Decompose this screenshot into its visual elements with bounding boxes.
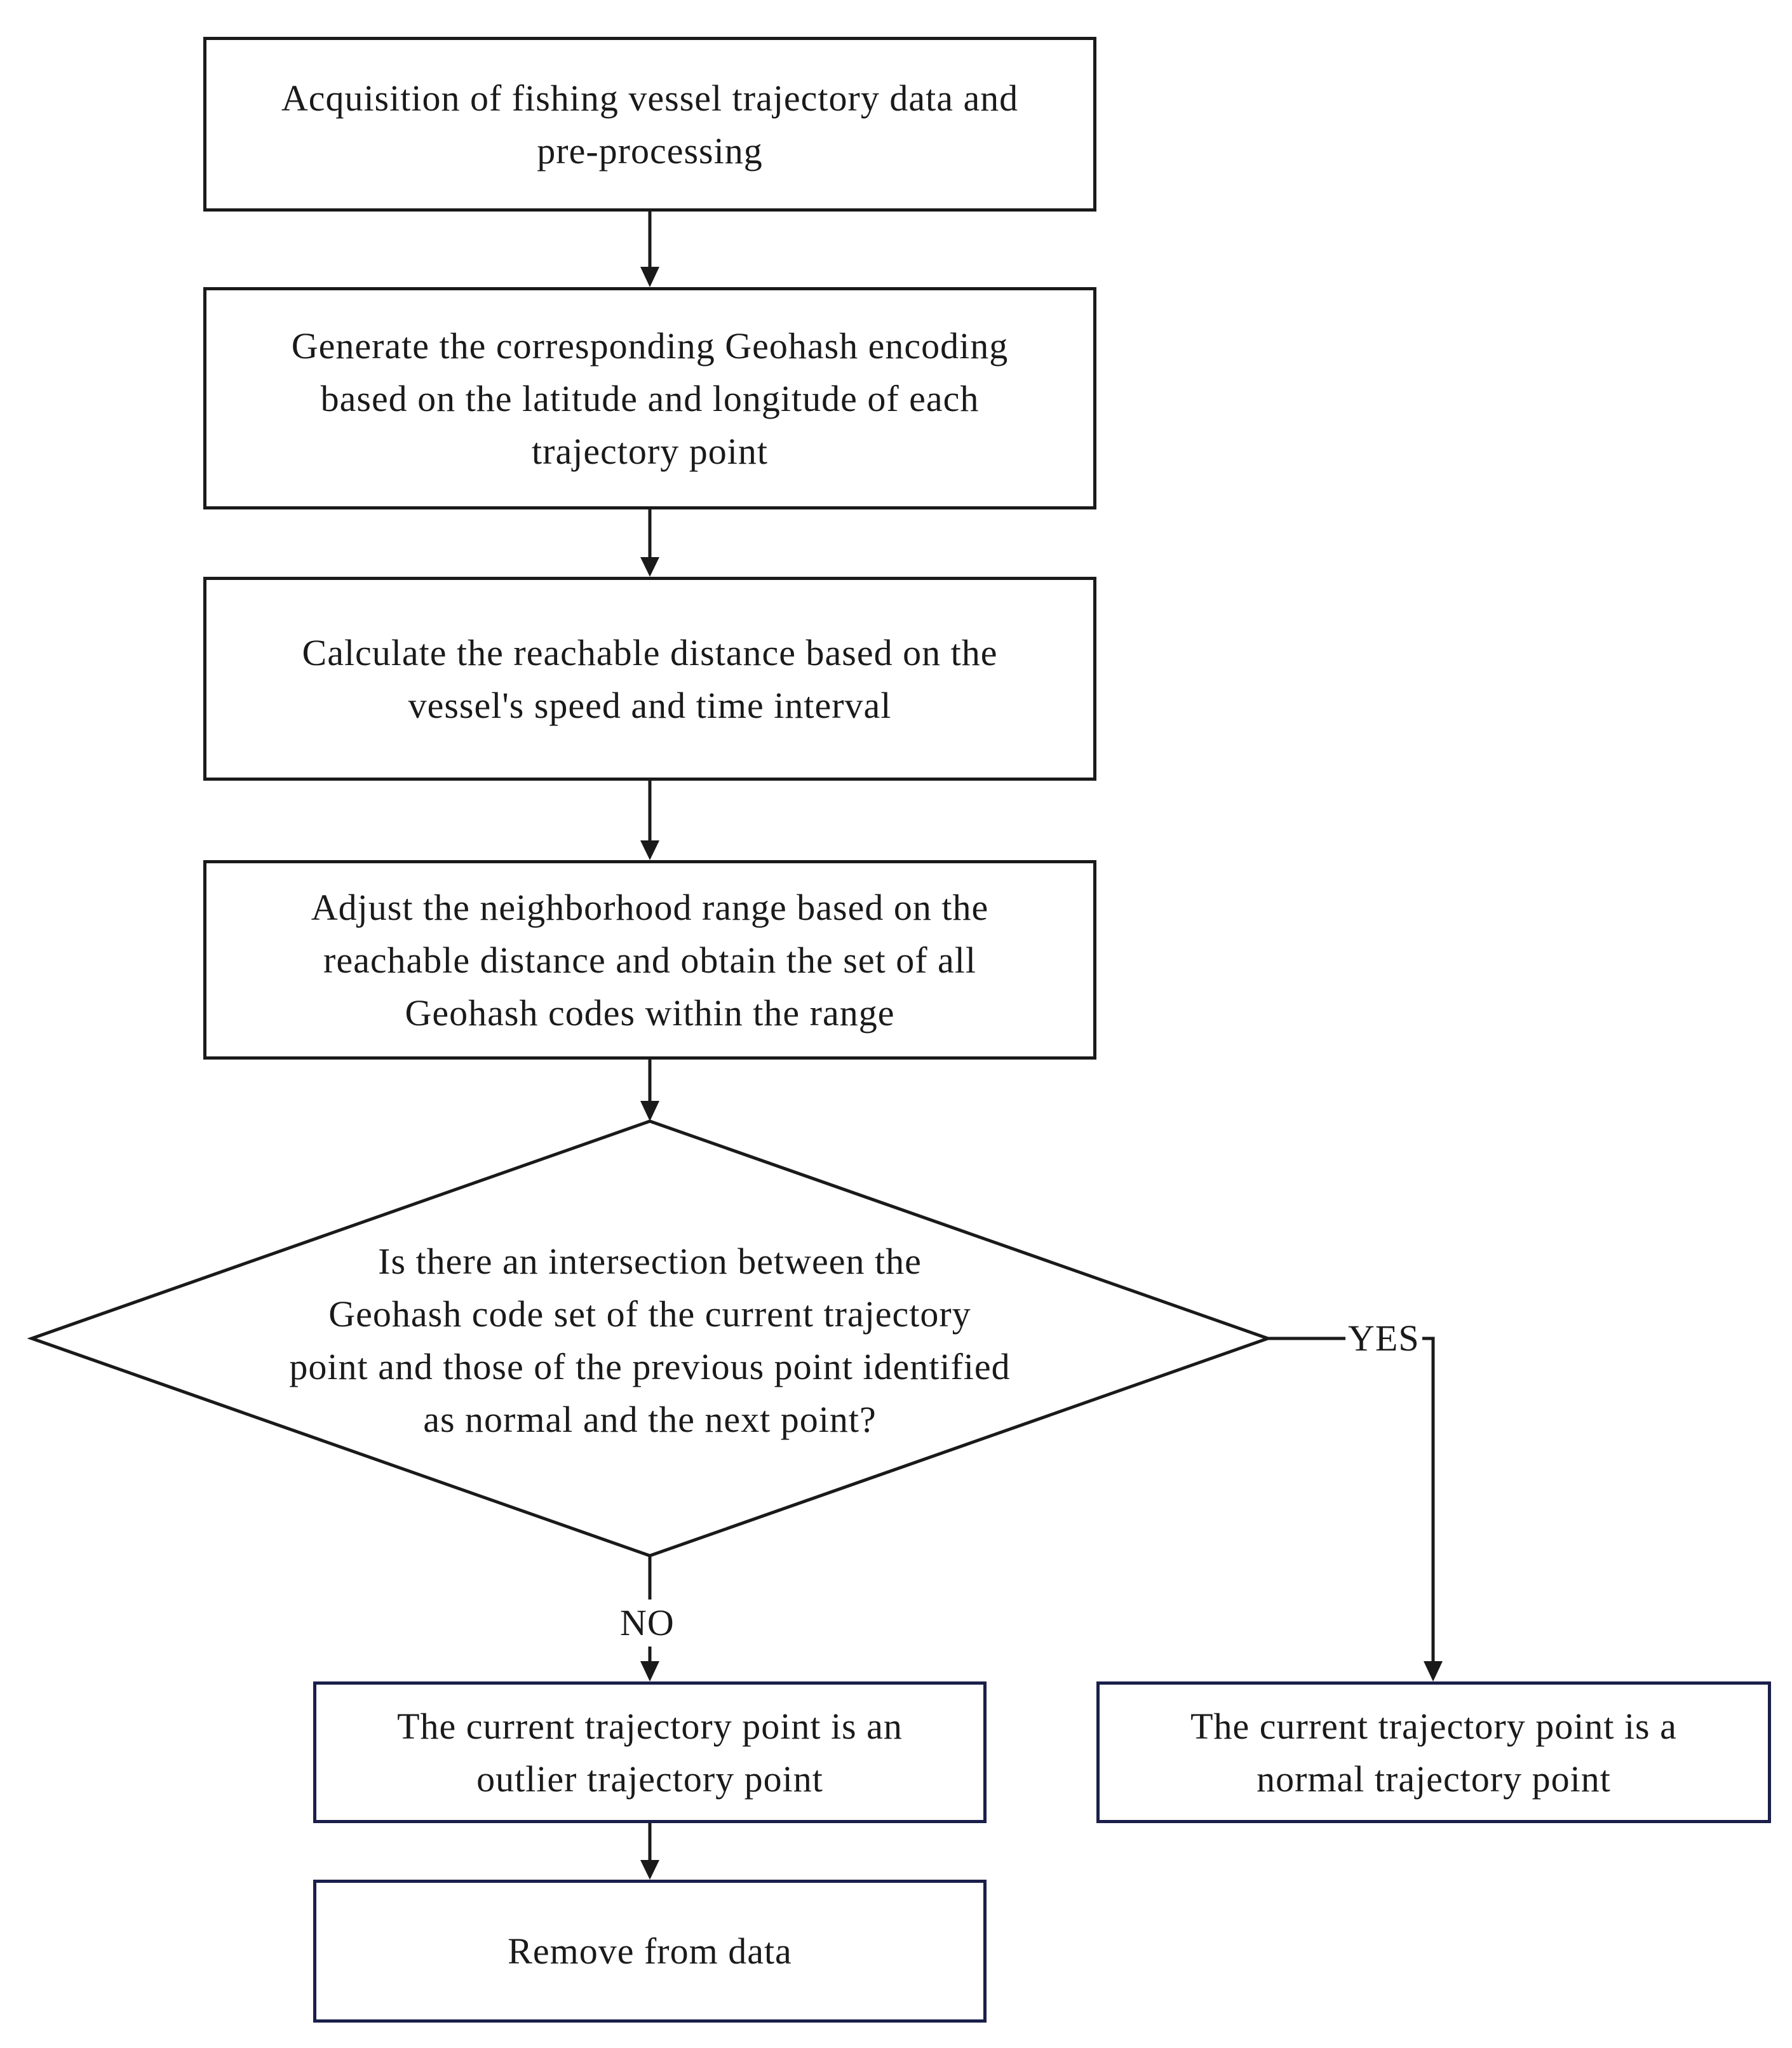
step-acquisition-label: Acquisition of fishing vessel trajectory… (281, 77, 1019, 172)
step-neighborhood-box: Adjust the neighborhood range based on t… (203, 860, 1096, 1060)
arrowhead-remove (640, 1860, 659, 1880)
arrowhead-4 (640, 1101, 659, 1121)
yes-label: YES (1345, 1317, 1422, 1359)
arrowhead-yes (1424, 1661, 1443, 1681)
step-reachable-box: Calculate the reachable distance based o… (203, 577, 1096, 781)
outcome-normal-label: The current trajectory point is a normal… (1190, 1705, 1677, 1800)
outcome-outlier-label: The current trajectory point is an outli… (397, 1705, 903, 1800)
step-geohash-label: Generate the corresponding Geohash encod… (291, 325, 1009, 472)
outcome-outlier-box: The current trajectory point is an outli… (313, 1681, 987, 1823)
outcome-remove-label: Remove from data (508, 1930, 792, 1972)
arrowhead-1 (640, 267, 659, 287)
step-acquisition-box: Acquisition of fishing vessel trajectory… (203, 37, 1096, 212)
arrowhead-2 (640, 557, 659, 577)
arrow-yes-branch (1268, 1337, 1435, 1661)
outcome-remove-box: Remove from data (313, 1880, 987, 2023)
outcome-normal-box: The current trajectory point is a normal… (1096, 1681, 1771, 1823)
step-geohash-box: Generate the corresponding Geohash encod… (203, 287, 1096, 509)
decision-question: Is there an intersection between the Geo… (289, 1241, 1011, 1440)
arrowhead-no (640, 1661, 659, 1681)
step-neighborhood-label: Adjust the neighborhood range based on t… (311, 886, 989, 1034)
no-label: NO (617, 1600, 677, 1647)
arrowhead-3 (640, 840, 659, 860)
step-reachable-label: Calculate the reachable distance based o… (302, 631, 998, 726)
